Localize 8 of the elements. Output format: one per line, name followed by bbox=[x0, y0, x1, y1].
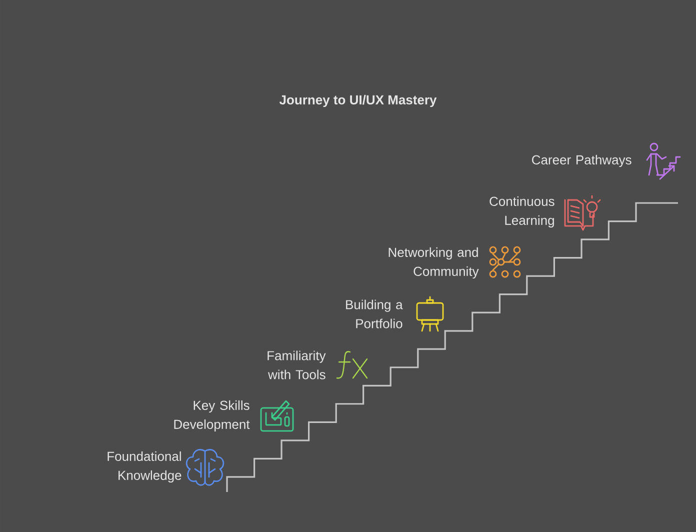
step-label: Continuous Learning bbox=[490, 196, 554, 228]
title: Journey to UI/UX Mastery bbox=[279, 94, 437, 108]
step-label: Networking and Community bbox=[388, 247, 479, 279]
step-label: Building a Portfolio bbox=[346, 300, 403, 328]
step-label: Career Pathways bbox=[532, 154, 632, 168]
step-label: Familiarity with Tools bbox=[268, 350, 326, 380]
step-label: Foundational Knowledge bbox=[108, 451, 182, 483]
step-label: Key Skills Development bbox=[174, 400, 250, 432]
